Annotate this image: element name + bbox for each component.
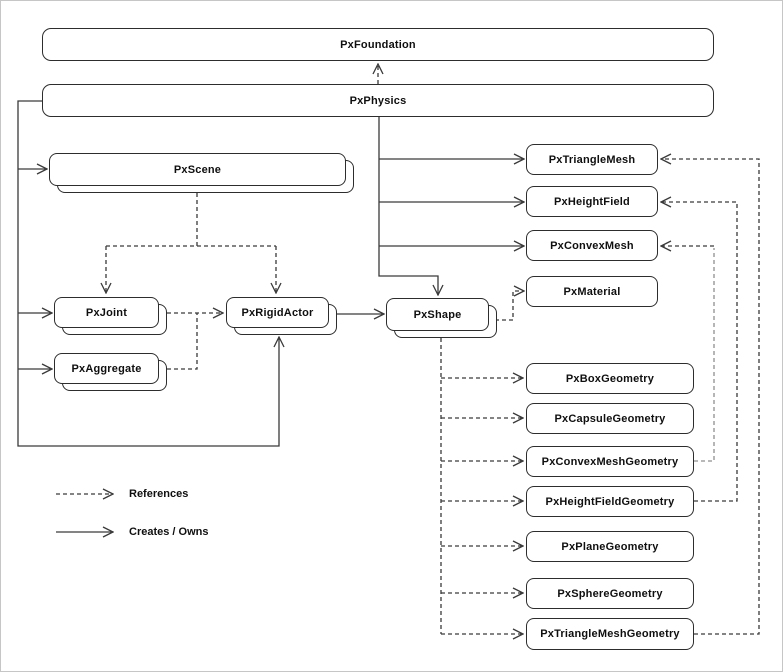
node-label: PxConvexMeshGeometry [541, 455, 679, 468]
node-label: PxJoint [85, 306, 128, 319]
edge-pxshape-to-pxmaterial [495, 291, 524, 321]
node-pxscene: PxScene [49, 153, 354, 193]
node-pxmaterial: PxMaterial [526, 276, 658, 307]
node-label: PxRigidActor [241, 306, 314, 319]
node-label: PxBoxGeometry [565, 372, 655, 385]
node-box: PxHeightFieldGeometry [526, 486, 694, 517]
node-label: PxFoundation [340, 38, 416, 51]
node-pxheightfieldgeometry: PxHeightFieldGeometry [526, 486, 694, 517]
node-label: PxSphereGeometry [557, 587, 663, 600]
edge-pxconvexmeshgeometry-rail [694, 248, 715, 462]
node-label: PxHeightField [554, 195, 630, 208]
node-label: PxConvexMesh [550, 239, 634, 252]
node-pxheightfield: PxHeightField [526, 186, 658, 217]
node-pxcapsulegeometry: PxCapsuleGeometry [526, 403, 694, 434]
node-label: PxMaterial [563, 285, 621, 298]
node-pxfoundation: PxFoundation [42, 28, 714, 61]
node-box: PxShape [386, 298, 489, 331]
node-pxtrianglemesh: PxTriangleMesh [526, 144, 658, 175]
node-box: PxPlaneGeometry [526, 531, 694, 562]
edge-pxtrianglemeshgeometry-to-pxtrianglemesh [661, 159, 760, 635]
node-box: PxSphereGeometry [526, 578, 694, 609]
node-pxjoint: PxJoint [54, 297, 167, 335]
node-box: PxConvexMeshGeometry [526, 446, 694, 477]
node-box: PxCapsuleGeometry [526, 403, 694, 434]
node-box: PxBoxGeometry [526, 363, 694, 394]
node-label: PxTriangleMesh [548, 153, 636, 166]
node-box: PxAggregate [54, 353, 159, 384]
node-label: PxHeightFieldGeometry [545, 495, 675, 508]
node-pxplanegeometry: PxPlaneGeometry [526, 531, 694, 562]
legend-references-label: References [129, 488, 189, 500]
edge-pxphysics-to-pxshape [378, 117, 438, 295]
node-pxaggregate: PxAggregate [54, 353, 167, 391]
node-pxconvexmeshgeometry: PxConvexMeshGeometry [526, 446, 694, 477]
node-box: PxJoint [54, 297, 159, 328]
node-box: PxScene [49, 153, 346, 186]
edge-pxaggregate-join [167, 313, 198, 370]
node-box: PxFoundation [42, 28, 714, 61]
node-pxspheregeometry: PxSphereGeometry [526, 578, 694, 609]
node-pxshape: PxShape [386, 298, 497, 338]
node-label: PxPhysics [349, 94, 407, 107]
node-label: PxCapsuleGeometry [554, 412, 666, 425]
node-box: PxConvexMesh [526, 230, 658, 261]
node-box: PxHeightField [526, 186, 658, 217]
node-pxtrianglemeshgeometry: PxTriangleMeshGeometry [526, 618, 694, 650]
node-pxphysics: PxPhysics [42, 84, 714, 117]
node-box: PxPhysics [42, 84, 714, 117]
node-label: PxTriangleMeshGeometry [540, 628, 680, 640]
node-pxboxgeometry: PxBoxGeometry [526, 363, 694, 394]
node-label: PxScene [173, 163, 222, 176]
node-label: PxShape [413, 308, 462, 321]
node-box: PxTriangleMeshGeometry [526, 618, 694, 650]
node-pxconvexmesh: PxConvexMesh [526, 230, 658, 261]
node-label: PxPlaneGeometry [561, 540, 659, 553]
node-box: PxMaterial [526, 276, 658, 307]
legend-creates-owns-label: Creates / Owns [129, 526, 209, 538]
node-pxrigidactor: PxRigidActor [226, 297, 337, 335]
node-box: PxTriangleMesh [526, 144, 658, 175]
node-box: PxRigidActor [226, 297, 329, 328]
node-label: PxAggregate [71, 362, 142, 375]
